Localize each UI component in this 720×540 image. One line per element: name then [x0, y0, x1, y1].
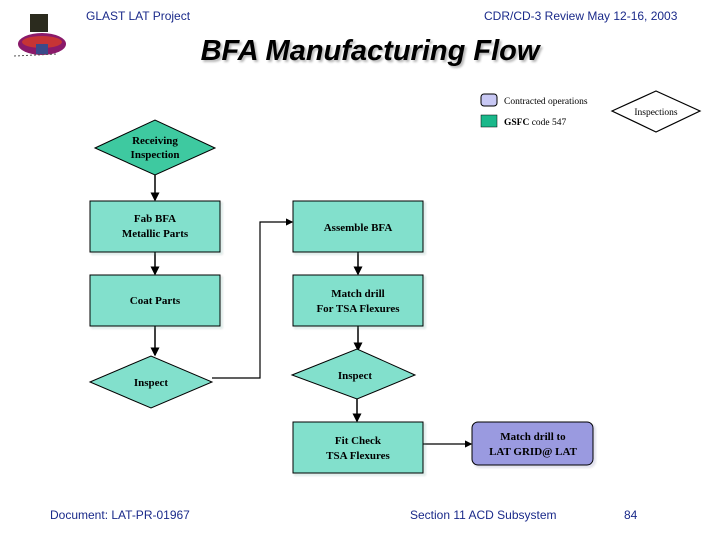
fab-bfa-line1: Fab BFA [134, 213, 176, 225]
glast-logo [13, 14, 66, 57]
receiving-inspection-line1: Receiving [132, 135, 178, 147]
logo-text-line [13, 53, 59, 57]
legend-contracted-label: Contracted operations [504, 97, 588, 107]
section-label: Section 11 ACD Subsystem [410, 508, 557, 522]
arrow-inspect-to-assemble [212, 218, 294, 379]
legend-contracted-swatch [480, 93, 498, 107]
project-name: GLAST LAT Project [86, 9, 191, 23]
assemble-bfa-label: Assemble BFA [324, 222, 393, 234]
page-title: BFA Manufacturing Flow [200, 35, 540, 67]
legend-inspections-diamond [610, 90, 702, 133]
receiving-inspection-line2: Inspection [131, 149, 180, 161]
logo-square [30, 14, 48, 32]
fab-bfa-line2: Metallic Parts [122, 228, 189, 240]
legend-inspections-label: Inspections [634, 108, 678, 118]
match-drill-lat-line2: LAT GRID@ LAT [489, 446, 578, 458]
fit-check-line2: TSA Flexures [326, 450, 390, 462]
inspect-right-label: Inspect [338, 370, 373, 382]
legend-gsfc-swatch [480, 114, 498, 128]
review-date: CDR/CD-3 Review May 12-16, 2003 [484, 9, 678, 23]
node-match-drill-lat [471, 421, 594, 466]
node-fab-bfa [89, 200, 221, 253]
node-coat-parts [89, 274, 221, 327]
document-number: Document: LAT-PR-01967 [50, 508, 190, 522]
match-drill-lat-line1: Match drill to [500, 431, 566, 443]
logo-ellipse-inner [22, 36, 62, 48]
inspect-left-label: Inspect [134, 377, 169, 389]
node-fit-check [292, 421, 424, 474]
logo-satellite [36, 44, 48, 54]
node-assemble-bfa [292, 200, 424, 253]
coat-parts-label: Coat Parts [130, 295, 181, 307]
match-drill-line2: For TSA Flexures [316, 303, 400, 315]
legend-gsfc-label: GSFC code 547 [504, 118, 567, 128]
node-inspect-right [290, 348, 417, 400]
match-drill-line1: Match drill [331, 288, 384, 300]
fit-check-line1: Fit Check [335, 435, 382, 447]
page-number: 84 [624, 508, 638, 522]
node-match-drill [292, 274, 424, 327]
node-receiving-inspection [93, 119, 217, 176]
node-inspect-left [88, 355, 214, 409]
